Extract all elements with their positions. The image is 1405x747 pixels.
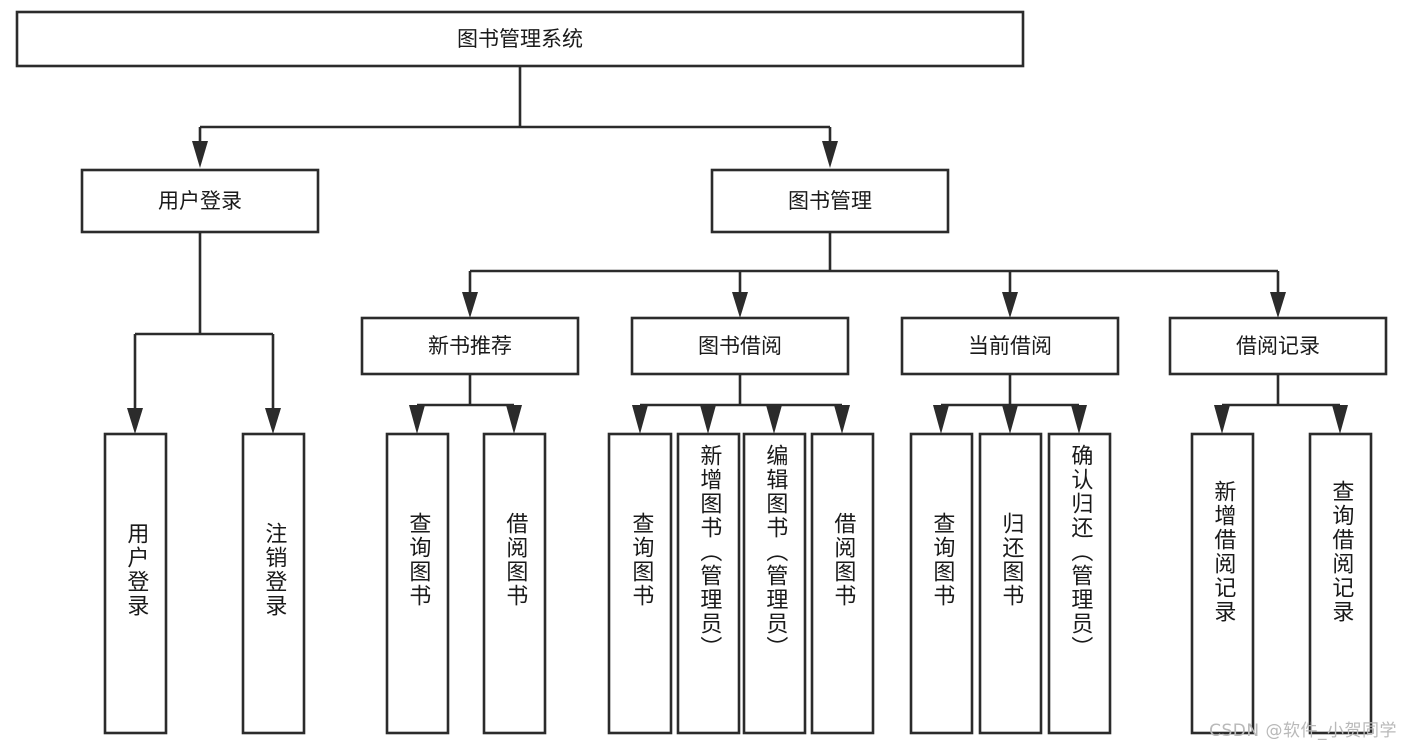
connector-layer <box>127 66 1348 434</box>
node-root-box[interactable] <box>15 10 1025 68</box>
arrow-user-login-leaf-2 <box>265 408 281 434</box>
node-current-borrow-label: 当前借阅 <box>968 334 1052 358</box>
node-leaf-borrow-book-2-box[interactable] <box>810 432 875 735</box>
arrow-to-current-borrow <box>1002 292 1018 318</box>
node-leaf-user-login-box[interactable] <box>103 432 168 735</box>
node-leaf-confirm-return-box[interactable] <box>1047 432 1112 735</box>
arrow-borrow-leaf-4 <box>834 405 850 434</box>
node-current-borrow-box[interactable] <box>900 316 1120 376</box>
node-leaf-query-record-box[interactable] <box>1308 432 1373 735</box>
arrow-user-login-leaf-1 <box>127 408 143 434</box>
arrow-borrow-leaf-3 <box>766 405 782 434</box>
node-book-borrow-box[interactable] <box>630 316 850 376</box>
arrow-recommend-leaf-1 <box>409 405 425 434</box>
node-new-book-recommend-label: 新书推荐 <box>428 334 512 358</box>
node-leaf-return-book-box[interactable] <box>978 432 1043 735</box>
node-leaf-edit-book-box[interactable] <box>742 432 807 735</box>
arrow-current-leaf-3 <box>1071 405 1087 434</box>
arrow-to-book-borrow <box>732 292 748 318</box>
node-leaf-add-record-box[interactable] <box>1190 432 1255 735</box>
node-leaf-borrow-book-1-box[interactable] <box>482 432 547 735</box>
arrow-record-leaf-1 <box>1214 405 1230 434</box>
arrow-to-new-book-recommend <box>462 292 478 318</box>
node-leaf-add-book-box[interactable] <box>676 432 741 735</box>
arrow-record-leaf-2 <box>1332 405 1348 434</box>
node-root-label: 图书管理系统 <box>457 27 583 51</box>
node-new-book-recommend-box[interactable] <box>360 316 580 376</box>
arrow-root-to-book-manage <box>822 141 838 168</box>
node-borrow-record-box[interactable] <box>1168 316 1388 376</box>
arrow-current-leaf-2 <box>1002 405 1018 434</box>
node-leaf-query-book-1-box[interactable] <box>385 432 450 735</box>
node-borrow-record-label: 借阅记录 <box>1236 334 1320 358</box>
node-user-login-label: 用户登录 <box>158 189 242 213</box>
node-user-login-box[interactable] <box>80 168 320 234</box>
node-leaf-logout-login-box[interactable] <box>241 432 306 735</box>
arrow-borrow-leaf-1 <box>632 405 648 434</box>
arrow-current-leaf-1 <box>933 405 949 434</box>
node-book-manage-box[interactable] <box>710 168 950 234</box>
node-leaf-query-book-3-box[interactable] <box>909 432 974 735</box>
node-layer: 图书管理系统 用户登录 图书管理 新书推荐 图书借阅 当前借阅 借阅记录 <box>15 10 1388 735</box>
node-book-manage-label: 图书管理 <box>788 189 872 213</box>
arrow-borrow-leaf-2 <box>700 405 716 434</box>
arrow-recommend-leaf-2 <box>506 405 522 434</box>
node-leaf-query-book-2-box[interactable] <box>607 432 673 735</box>
node-book-borrow-label: 图书借阅 <box>698 334 782 358</box>
csdn-watermark: CSDN @软件_小贺同学 <box>1209 721 1397 741</box>
arrow-to-borrow-record <box>1270 292 1286 318</box>
arrow-root-to-user-login <box>192 141 208 168</box>
